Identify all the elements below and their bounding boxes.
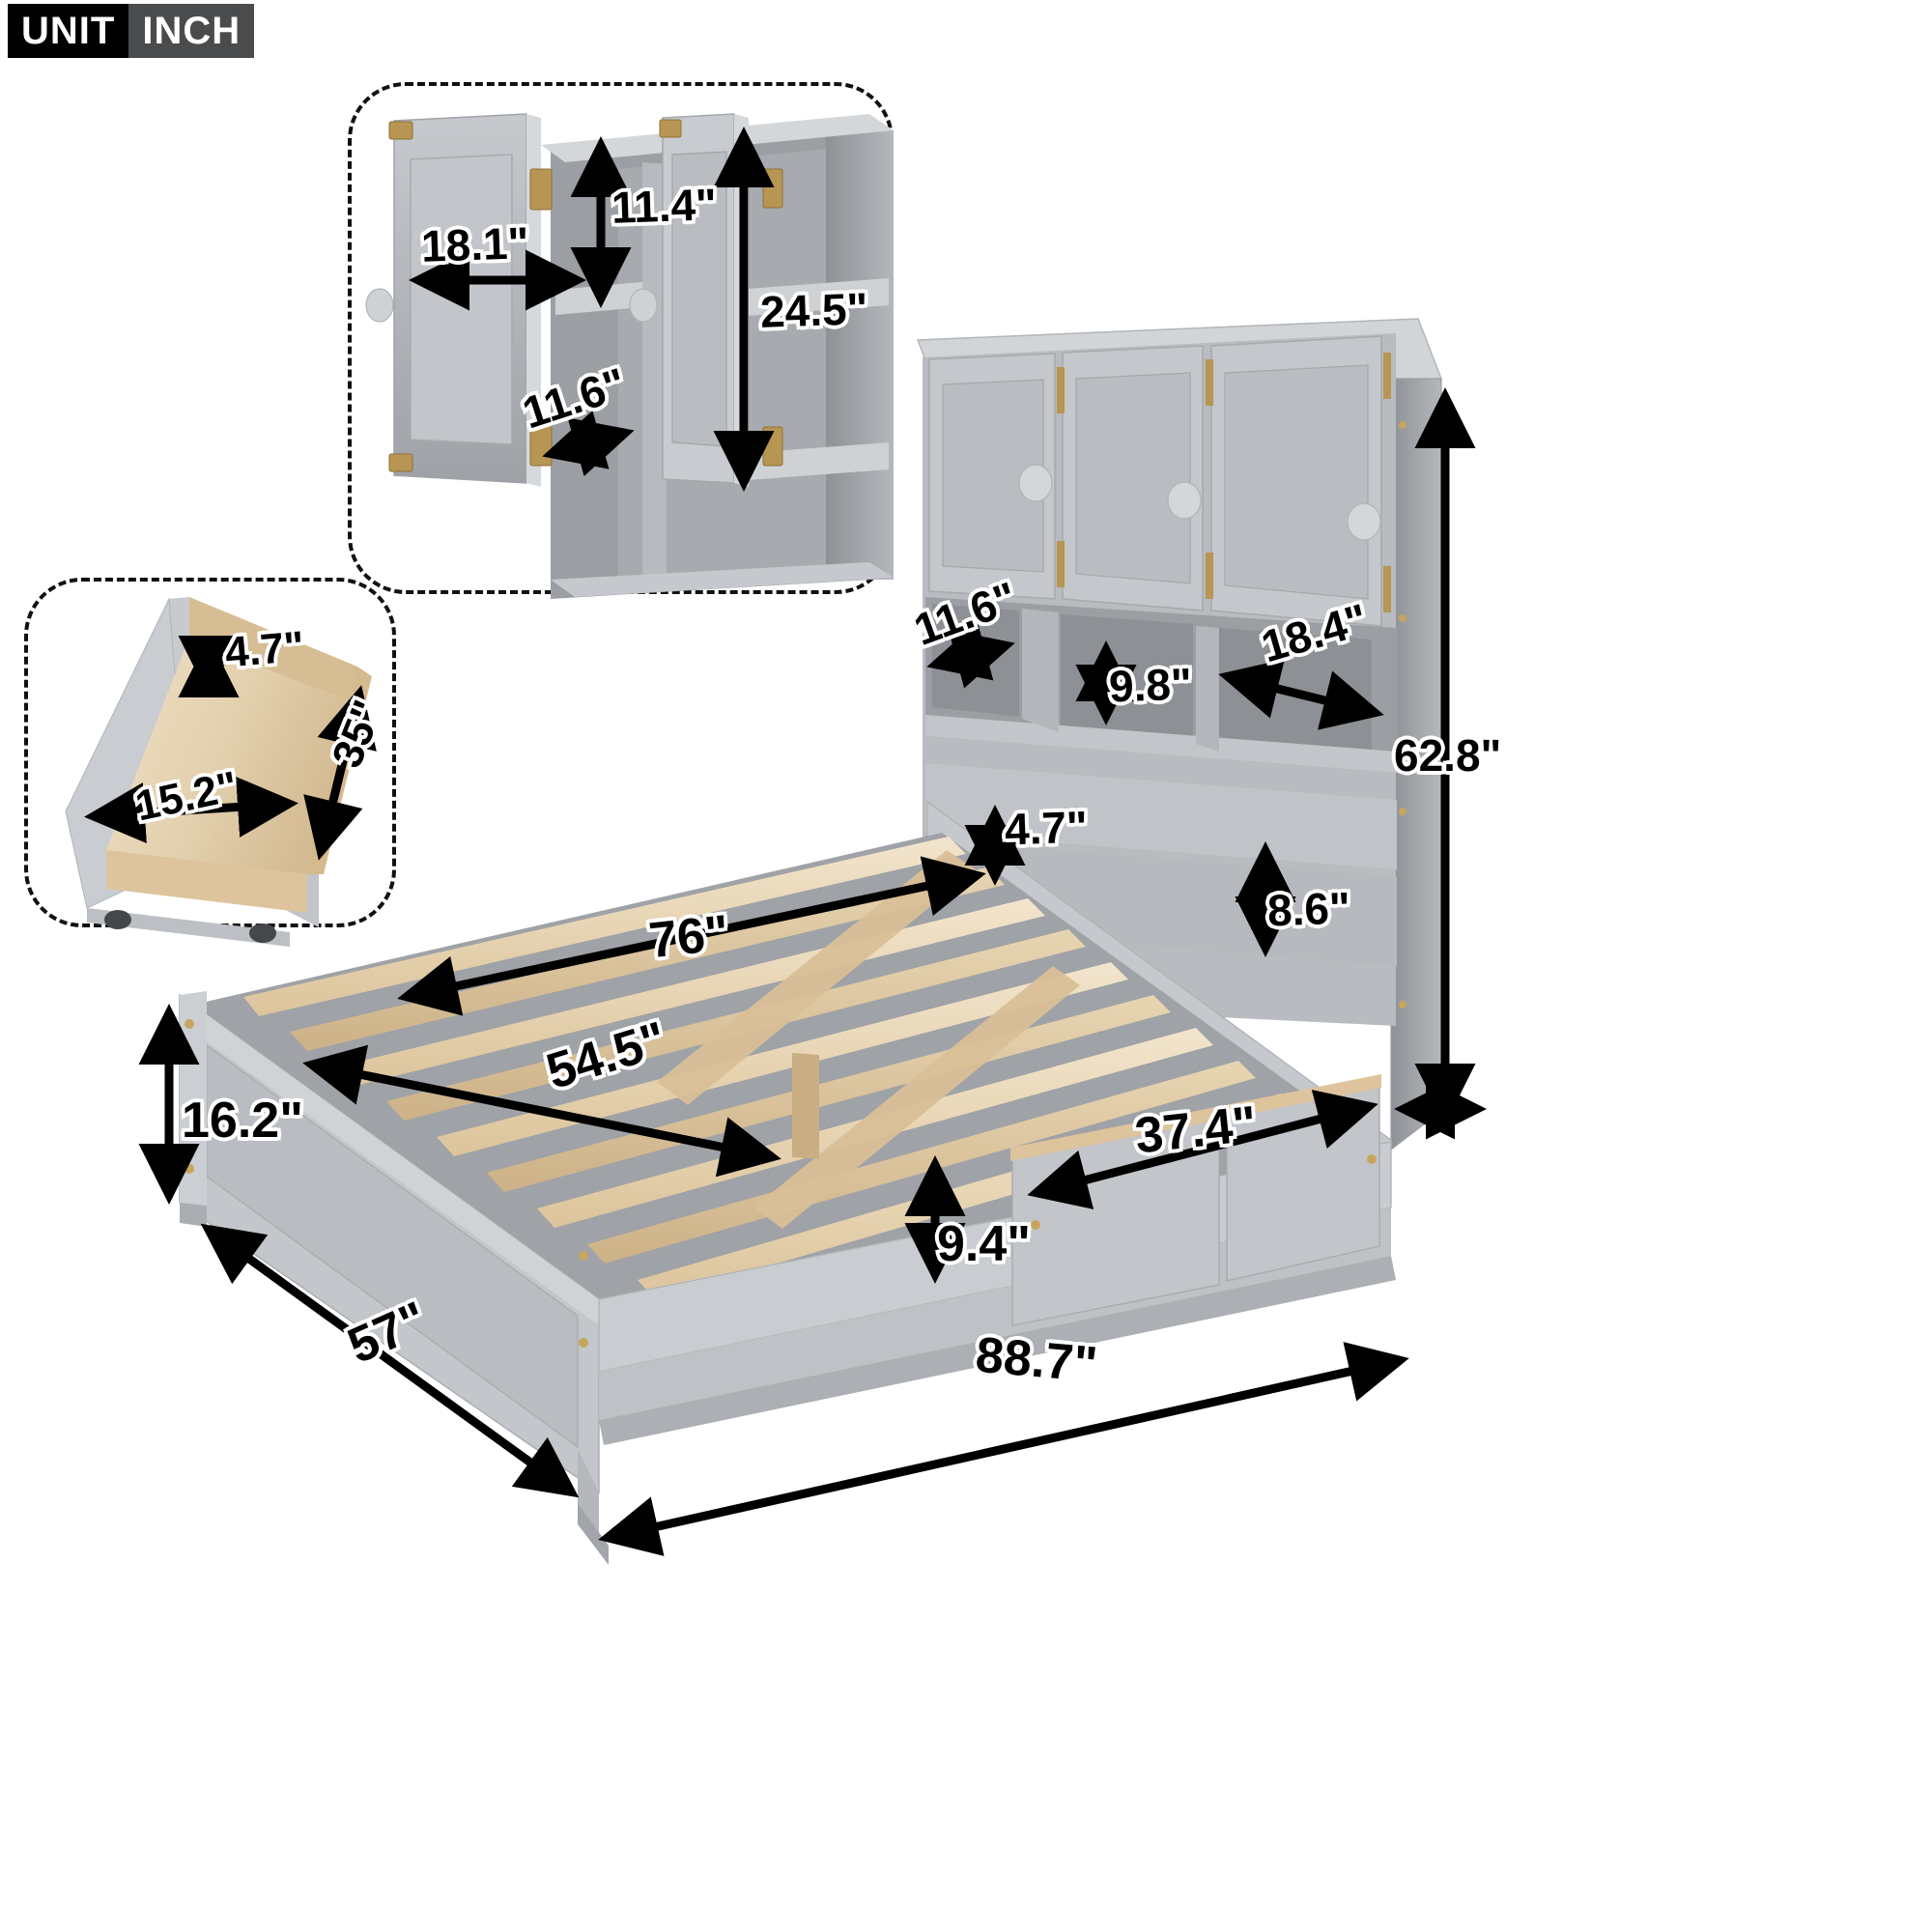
- dim-shelf-height: 11.4": [608, 176, 722, 237]
- unit-badge-label-inch: INCH: [128, 4, 255, 58]
- dim-door-width: 18.1": [417, 214, 533, 275]
- unit-badge-label-unit: UNIT: [8, 4, 129, 58]
- dim-drawer-height: 4.7": [219, 619, 309, 680]
- dim-slat-clearance: 4.7": [1001, 798, 1093, 858]
- unit-badge: UNIT INCH: [8, 4, 255, 58]
- dim-cubby-height: 9.8": [1105, 655, 1197, 715]
- dim-frame-height: 16.2": [179, 1090, 307, 1152]
- dim-mattress-length: 76": [643, 901, 735, 972]
- dim-under-headboard: 8.6": [1264, 879, 1355, 939]
- dim-total-height: 62.8": [1390, 727, 1504, 784]
- dim-bed-length: 88.7": [970, 1323, 1102, 1397]
- dim-cabinet-height: 24.5": [756, 280, 872, 341]
- dim-underbed-height: 9.4": [934, 1213, 1035, 1276]
